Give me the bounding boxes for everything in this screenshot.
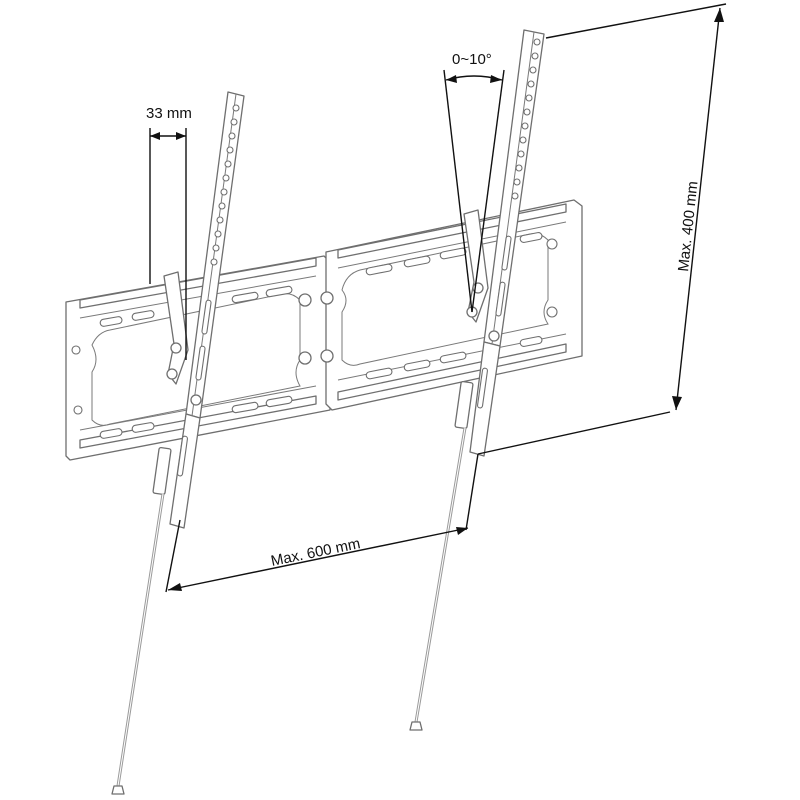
cord-pull-tab-icon bbox=[111, 785, 125, 795]
nut-icon bbox=[320, 349, 334, 363]
cord-pull-tab-icon bbox=[409, 721, 423, 731]
screw-icon bbox=[166, 368, 178, 380]
slot-row-bottom-right bbox=[365, 336, 543, 380]
vertical-label: Max. 400 mm bbox=[675, 180, 701, 272]
left-safety-cord bbox=[111, 493, 165, 795]
left-vertical-arm bbox=[152, 91, 245, 529]
right-safety-cord bbox=[409, 427, 467, 731]
depth-label: 33 mm bbox=[146, 105, 192, 122]
nut-icon bbox=[298, 351, 312, 365]
tilt-label: 0~10° bbox=[452, 51, 492, 68]
screw-icon bbox=[190, 394, 202, 406]
nut-icon bbox=[298, 293, 312, 307]
tilt-angle-dimension: 0~10° bbox=[443, 51, 505, 313]
screw-icon bbox=[488, 330, 500, 342]
arm-holes-left bbox=[210, 104, 240, 266]
slot-row-bottom-left bbox=[99, 395, 293, 439]
nut-icon bbox=[320, 291, 334, 305]
slot-row-top-right bbox=[365, 232, 543, 276]
arm-holes-right bbox=[511, 38, 541, 200]
horizontal-dimension: Max. 600 mm bbox=[165, 453, 479, 593]
slot-row-top-left bbox=[99, 285, 293, 327]
right-vertical-arm bbox=[454, 29, 545, 457]
horizontal-label: Max. 600 mm bbox=[269, 535, 361, 570]
wall-plate-right bbox=[320, 199, 583, 411]
screw-icon bbox=[170, 342, 182, 354]
depth-dimension: 33 mm bbox=[146, 105, 192, 360]
